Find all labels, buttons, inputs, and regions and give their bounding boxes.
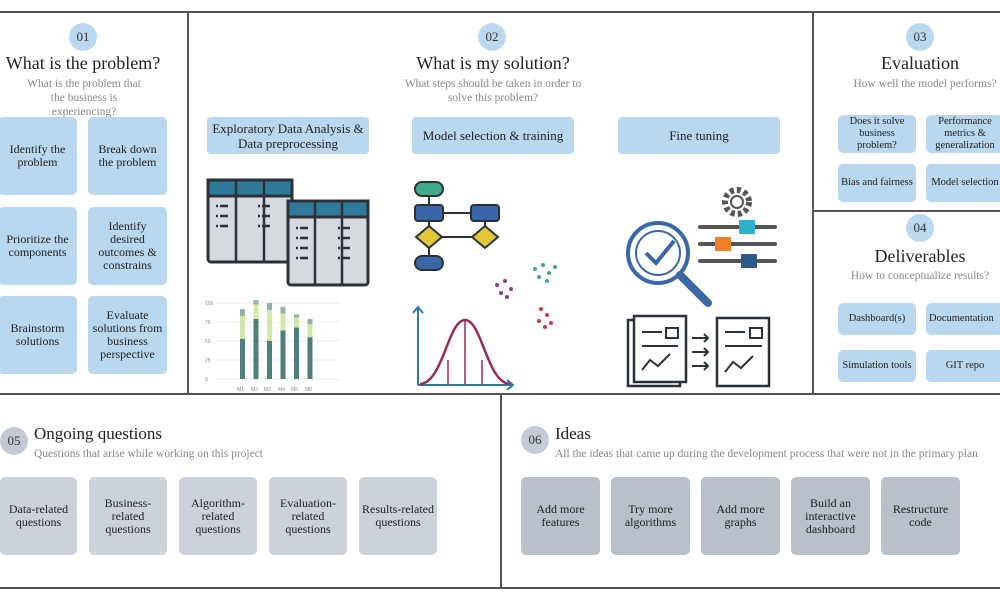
step-eda: Exploratory Data Analysis & Data preproc… — [207, 117, 369, 154]
bar-segment — [253, 304, 259, 319]
idea-item: Build an interactive dashboard — [791, 477, 870, 555]
question-item: Evaluation-related questions — [269, 477, 347, 555]
problem-item: Break down the problem — [88, 117, 167, 195]
section-number: 05 — [0, 427, 28, 455]
x-tick: M1 — [237, 387, 244, 393]
section-subtitle: What steps should be taken in order to s… — [404, 78, 582, 104]
deliverable-item: Dashboard(s) — [838, 303, 916, 335]
settings-sliders-icon — [698, 187, 777, 268]
x-tick: M2 — [251, 387, 258, 393]
section-number: 04 — [906, 214, 934, 242]
idea-item: Restructure code — [881, 477, 960, 555]
step-fine-tuning: Fine tuning — [618, 117, 780, 154]
bell-curve-icon — [412, 305, 515, 390]
idea-item: Try more algorithms — [611, 477, 690, 555]
section-title: What is the problem? — [5, 53, 161, 73]
y-tick: 50 — [205, 339, 211, 345]
deliverable-item: GIT repo — [926, 350, 1000, 382]
evaluation-item: Does it solve business problem? — [838, 115, 916, 153]
y-tick: 0 — [205, 377, 208, 383]
bar-segment — [240, 338, 245, 379]
bar-segment — [267, 303, 272, 310]
data-tables-icon — [206, 178, 370, 287]
bar-segment — [307, 337, 313, 379]
divider — [812, 12, 814, 394]
section-number: 06 — [521, 426, 549, 454]
bar-segment — [267, 341, 272, 379]
bar-segment — [240, 315, 245, 339]
bar-segment — [280, 306, 286, 314]
section-title: Ideas — [555, 424, 591, 443]
deliverable-item: Simulation tools — [838, 350, 916, 382]
bar-segment — [294, 314, 299, 318]
x-tick: M6 — [305, 387, 312, 393]
problem-item: Identify the problem — [0, 117, 77, 195]
question-item: Business-related questions — [89, 477, 167, 555]
x-tick: M4 — [278, 387, 285, 393]
section-subtitle: How well the model performs? — [853, 78, 997, 90]
section-subtitle: Questions that arise while working on th… — [34, 448, 264, 460]
section-subtitle: How to conceptualize results? — [850, 270, 990, 282]
section-title: Deliverables — [874, 246, 966, 266]
reports-icon — [626, 314, 771, 388]
deliverable-item: Documentation — [926, 303, 1000, 335]
section-number: 02 — [478, 23, 506, 51]
flowchart-icon — [414, 181, 500, 271]
magnifier-check-icon — [626, 221, 712, 307]
x-tick: M3 — [264, 387, 271, 393]
problem-item: Evaluate solutions from business perspec… — [88, 296, 167, 374]
evaluation-item: Model selection — [926, 164, 1000, 202]
y-tick: 100 — [205, 301, 214, 307]
question-item: Results-related questions — [359, 477, 437, 555]
section-subtitle: All the ideas that came up during the de… — [555, 448, 978, 460]
bar-segment — [240, 309, 245, 316]
step-model-selection: Model selection & training — [412, 117, 574, 154]
scatter-plot-icon — [495, 263, 557, 329]
section-title: Ongoing questions — [34, 424, 162, 443]
bar-segment — [267, 309, 272, 341]
mini-bar-chart: 0 25 50 75 100 M1 M2 M3 M4 M5 M6 — [205, 299, 340, 393]
bar-segment — [294, 327, 299, 379]
divider — [187, 12, 189, 394]
evaluation-item: Bias and fairness — [838, 164, 916, 202]
idea-item: Add more features — [521, 477, 600, 555]
problem-item: Identify desired outcomes & constrains — [88, 207, 167, 285]
section-number: 01 — [69, 23, 97, 51]
bar-segment — [294, 317, 299, 328]
bar-segment — [307, 324, 313, 338]
x-tick: M5 — [291, 387, 298, 393]
evaluation-item: Performance metrics & generalization — [926, 115, 1000, 153]
section-number: 03 — [906, 23, 934, 51]
bar-segment — [280, 313, 286, 331]
bar-segment — [307, 318, 313, 325]
section-title: Evaluation — [881, 53, 959, 73]
idea-item: Add more graphs — [701, 477, 780, 555]
problem-item: Brainstorm solutions — [0, 296, 77, 374]
question-item: Data-related questions — [0, 477, 77, 555]
divider — [812, 210, 1000, 212]
bar-segment — [280, 330, 286, 379]
frame-bottom — [0, 587, 1000, 589]
frame-top — [0, 11, 1000, 13]
question-item: Algorithm-related questions — [179, 477, 257, 555]
section-title: What is my solution? — [416, 53, 570, 73]
problem-item: Prioritize the components — [0, 207, 77, 285]
divider — [0, 393, 1000, 395]
y-tick-labels: 0 25 50 75 100 — [205, 301, 214, 383]
divider — [500, 394, 502, 588]
bar-segment — [253, 299, 259, 305]
y-tick: 75 — [205, 320, 211, 326]
bar-segment — [253, 318, 259, 379]
y-tick: 25 — [205, 358, 211, 364]
section-subtitle: What is the problem that the business is… — [27, 78, 141, 118]
